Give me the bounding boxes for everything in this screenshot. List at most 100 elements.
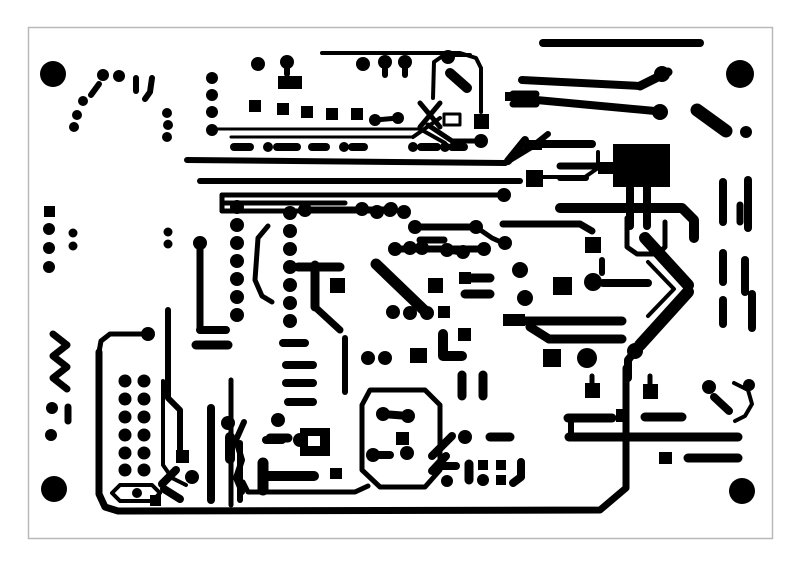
copper-trace: [320, 51, 483, 114]
copper-trace: [142, 75, 155, 102]
round-pad: [163, 239, 173, 249]
round-pad: [378, 351, 392, 365]
copper-trace: [418, 127, 447, 145]
mounting-hole-pad: [729, 478, 755, 504]
round-pad: [378, 55, 392, 69]
round-pad: [441, 475, 453, 487]
round-pad: [477, 242, 491, 256]
round-pad: [230, 200, 244, 214]
round-pad: [283, 278, 297, 292]
round-pad: [415, 241, 429, 255]
round-pad: [193, 236, 207, 250]
square-pad: [505, 92, 533, 101]
copper-trace: [233, 419, 247, 495]
copper-trace: [732, 381, 754, 423]
round-pad: [206, 72, 218, 84]
round-pad: [740, 126, 752, 138]
square-pad: [249, 100, 261, 112]
square-pad: [410, 348, 427, 363]
square-pad: [474, 114, 489, 129]
square-pad: [330, 278, 345, 293]
copper-trace: [311, 303, 344, 334]
copper-trace: [509, 458, 525, 487]
round-pad: [113, 70, 125, 82]
square-pad: [278, 76, 302, 89]
round-pad: [43, 223, 55, 235]
round-pad: [141, 327, 155, 341]
round-pad: [627, 343, 643, 359]
square-pad: [613, 144, 670, 187]
round-pad: [370, 205, 384, 219]
round-pad: [702, 380, 716, 394]
round-pad: [456, 245, 470, 259]
round-pad: [283, 206, 297, 220]
copper-trace: [431, 53, 472, 100]
square-pad: [428, 278, 443, 293]
copper-trace: [624, 215, 668, 257]
copper-trace: [499, 220, 596, 235]
round-pad: [517, 290, 533, 306]
square-pad: [643, 384, 658, 399]
square-pad: [396, 432, 409, 445]
round-pad: [474, 134, 488, 148]
copper-trace: [438, 329, 467, 361]
round-pad: [132, 488, 142, 498]
round-pad: [383, 203, 397, 217]
square-pad: [616, 409, 629, 422]
round-pad: [251, 57, 265, 71]
round-pad: [45, 429, 57, 441]
round-pad: [263, 142, 273, 152]
round-pad: [46, 402, 58, 414]
round-pad: [498, 236, 512, 250]
copper-trace: [252, 223, 275, 305]
square-pad: [526, 170, 543, 187]
round-pad: [398, 55, 412, 69]
round-pad: [400, 446, 414, 460]
round-pad: [163, 227, 173, 237]
round-pad: [163, 120, 173, 130]
round-pad: [185, 470, 199, 484]
round-pad: [386, 305, 400, 319]
round-pad: [118, 374, 132, 388]
round-pad: [206, 89, 218, 101]
square-pad: [351, 108, 363, 120]
copper-outline: [442, 112, 462, 127]
round-pad: [388, 242, 402, 256]
mounting-hole-pad: [726, 60, 754, 88]
round-pad: [469, 220, 483, 234]
mounting-hole-pad: [41, 476, 67, 502]
round-pad: [118, 428, 132, 442]
round-pad: [440, 243, 454, 257]
round-pad: [403, 241, 417, 255]
round-pad: [69, 122, 79, 132]
round-pad: [420, 306, 434, 320]
round-pad: [283, 242, 297, 256]
copper-trace: [690, 103, 733, 138]
mounting-hole-pad: [40, 61, 66, 87]
square-pad: [543, 349, 561, 367]
round-pad: [118, 410, 132, 424]
round-pad: [408, 220, 422, 234]
round-pad: [230, 236, 244, 250]
round-pad: [206, 124, 218, 136]
square-pad: [496, 475, 506, 485]
round-pad: [283, 314, 297, 328]
round-pad: [137, 463, 151, 477]
copper-trace: [504, 136, 529, 165]
copper-trace: [634, 286, 694, 351]
square-pad: [150, 495, 161, 506]
round-pad: [230, 254, 244, 268]
round-pad: [355, 202, 369, 216]
round-pad: [408, 142, 418, 152]
round-pad: [137, 410, 151, 424]
round-pad: [230, 218, 244, 232]
round-pad: [584, 273, 602, 291]
round-pad: [206, 106, 218, 118]
copper-outline: [359, 387, 443, 490]
round-pad: [376, 407, 390, 421]
round-pad: [283, 224, 297, 238]
round-pad: [283, 260, 297, 274]
round-pad: [162, 132, 172, 142]
round-pad: [221, 416, 235, 430]
